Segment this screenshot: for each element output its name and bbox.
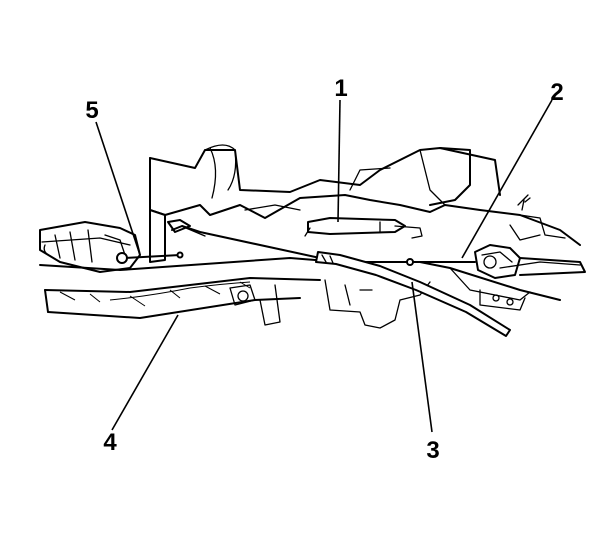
callout-3: 3 [426, 437, 439, 464]
leader-line-5 [95, 121, 141, 256]
rear-cable [406, 258, 476, 266]
rear-cable-connector [474, 244, 586, 279]
leader-lines [95, 99, 553, 433]
floor-pan-outline [149, 144, 581, 246]
callouts: 1 2 3 4 5 [85, 75, 563, 464]
frame-rail [39, 257, 581, 329]
leader-line-3 [411, 281, 433, 433]
callout-5: 5 [85, 97, 98, 124]
front-cable-bracket [39, 209, 166, 273]
leader-line-1 [337, 99, 341, 223]
front-cable [167, 219, 321, 259]
leader-line-4 [111, 314, 179, 431]
front-cable-end [116, 251, 184, 264]
leader-line-2 [461, 99, 553, 259]
callout-1: 1 [334, 75, 347, 102]
callout-4: 4 [103, 429, 117, 456]
callout-2: 2 [550, 79, 563, 106]
cable-conduit [315, 251, 511, 337]
equalizer-connector [304, 217, 423, 239]
